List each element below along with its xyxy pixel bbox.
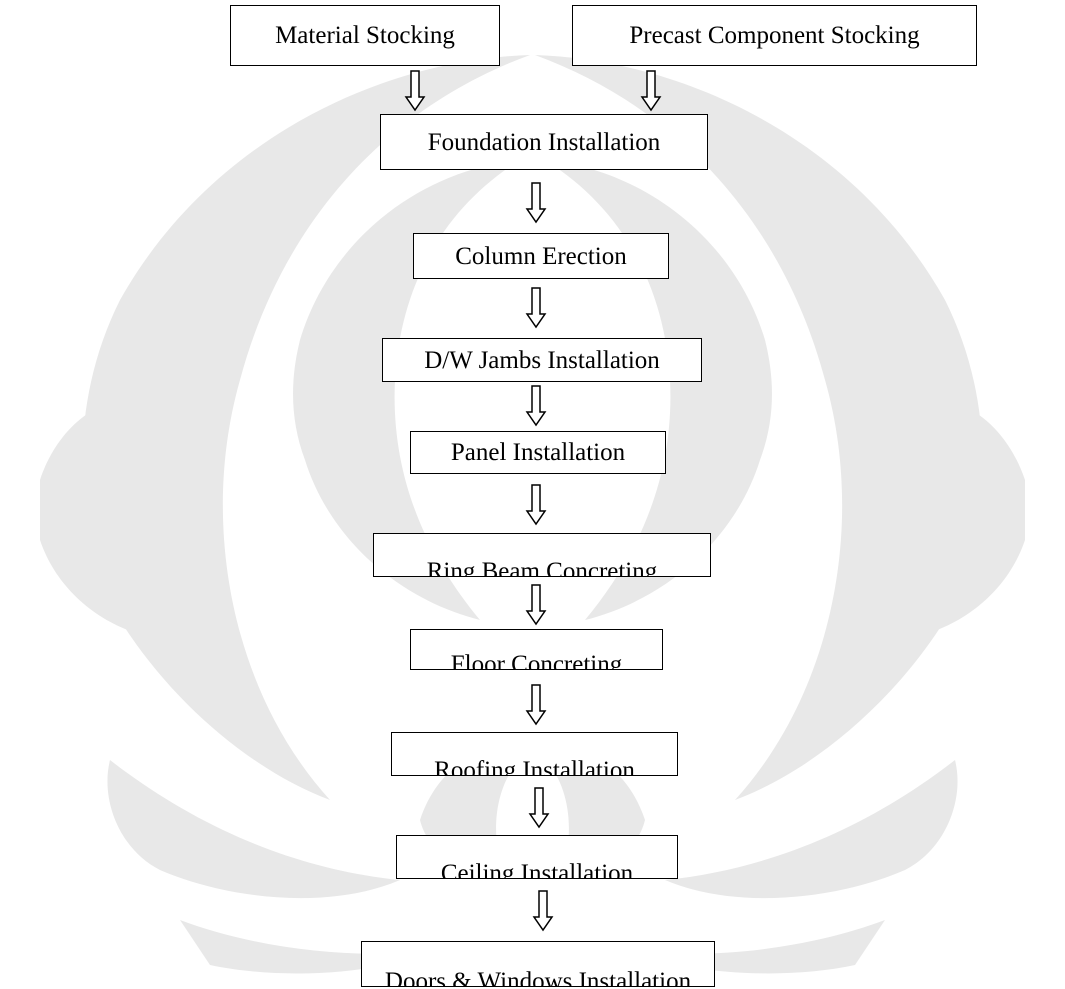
panel-installation-box: Panel Installation [410,431,666,474]
hollow-down-arrow-icon [528,787,550,829]
hollow-down-arrow-icon [525,684,547,726]
precast-component-stocking-box: Precast Component Stocking [572,5,977,66]
ceiling-installation-label: Ceiling Installation [440,860,634,879]
hollow-down-arrow-icon [640,70,662,112]
hollow-down-arrow-icon [525,287,547,329]
hollow-down-arrow-icon [532,890,554,932]
floor-concreting-box: Floor Concreting [410,629,663,670]
roofing-installation-box: Roofing Installation [391,732,678,776]
ring-beam-concreting-label: Ring Beam Concreting [426,558,658,577]
doors-windows-installation-box: Doors & Windows Installation [361,941,715,987]
foundation-installation-box: Foundation Installation [380,114,708,170]
panel-installation-label: Panel Installation [450,439,626,466]
doors-windows-installation-label: Doors & Windows Installation [384,968,692,987]
hollow-down-arrow-icon [525,182,547,224]
hollow-down-arrow-icon [525,484,547,526]
floor-concreting-label: Floor Concreting [450,651,623,670]
column-erection-label: Column Erection [455,242,627,270]
ring-beam-concreting-box: Ring Beam Concreting [373,533,711,577]
hollow-down-arrow-icon [525,385,547,427]
roofing-installation-label: Roofing Installation [434,757,635,776]
material-stocking-label: Material Stocking [275,22,455,49]
foundation-installation-label: Foundation Installation [427,128,661,156]
material-stocking-box: Material Stocking [230,5,500,66]
hollow-down-arrow-icon [404,70,426,112]
column-erection-box: Column Erection [413,233,669,279]
dw-jambs-installation-label: D/W Jambs Installation [424,346,660,374]
precast-component-stocking-label: Precast Component Stocking [629,22,920,49]
dw-jambs-installation-box: D/W Jambs Installation [382,338,702,382]
hollow-down-arrow-icon [525,584,547,626]
ceiling-installation-box: Ceiling Installation [396,835,678,879]
